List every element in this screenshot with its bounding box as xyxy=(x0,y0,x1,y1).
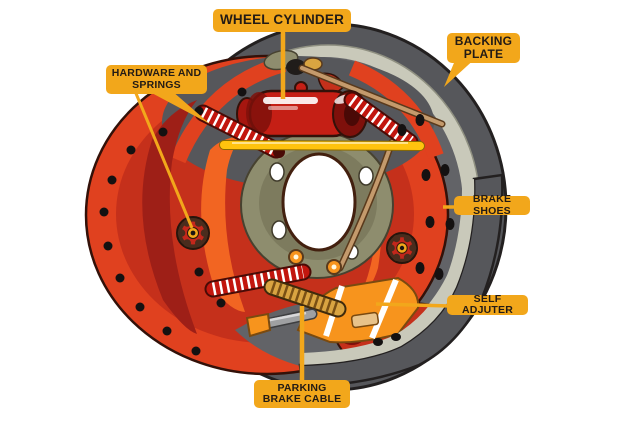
shoe-web-left xyxy=(201,136,245,312)
shoe-link-bar xyxy=(219,140,425,151)
hardware-springs-callout-line xyxy=(133,90,194,229)
parking-brake-lever xyxy=(336,138,396,272)
label-backing-plate: BACKING PLATE xyxy=(447,33,520,63)
label-brake-shoes: BRAKE SHOES xyxy=(454,194,530,216)
hardware-springs-callout-tail xyxy=(148,91,210,124)
callout-lines xyxy=(133,30,478,383)
self-adjuster-callout-line xyxy=(375,302,451,308)
hold-down-retainer-left xyxy=(176,216,210,250)
return-spring-lower-left xyxy=(204,263,312,298)
hold-down-retainer-right xyxy=(386,232,418,264)
label-self-adjuster: SELF ADJUTER xyxy=(447,293,528,316)
backing-plate-callout-tail xyxy=(444,56,478,87)
hub xyxy=(240,131,394,279)
label-wheel-cylinder: WHEEL CYLINDER xyxy=(213,9,351,32)
bolt-holes xyxy=(269,162,374,260)
label-parking-brake-cable: PARKING BRAKE CABLE xyxy=(254,380,350,408)
rim-holes xyxy=(99,87,455,356)
self-adjuster-part xyxy=(296,276,420,344)
label-hardware-and-springs: HARDWARE AND SPRINGS xyxy=(106,65,207,94)
axle-hole xyxy=(281,152,357,252)
cable-eyelets xyxy=(288,249,342,275)
